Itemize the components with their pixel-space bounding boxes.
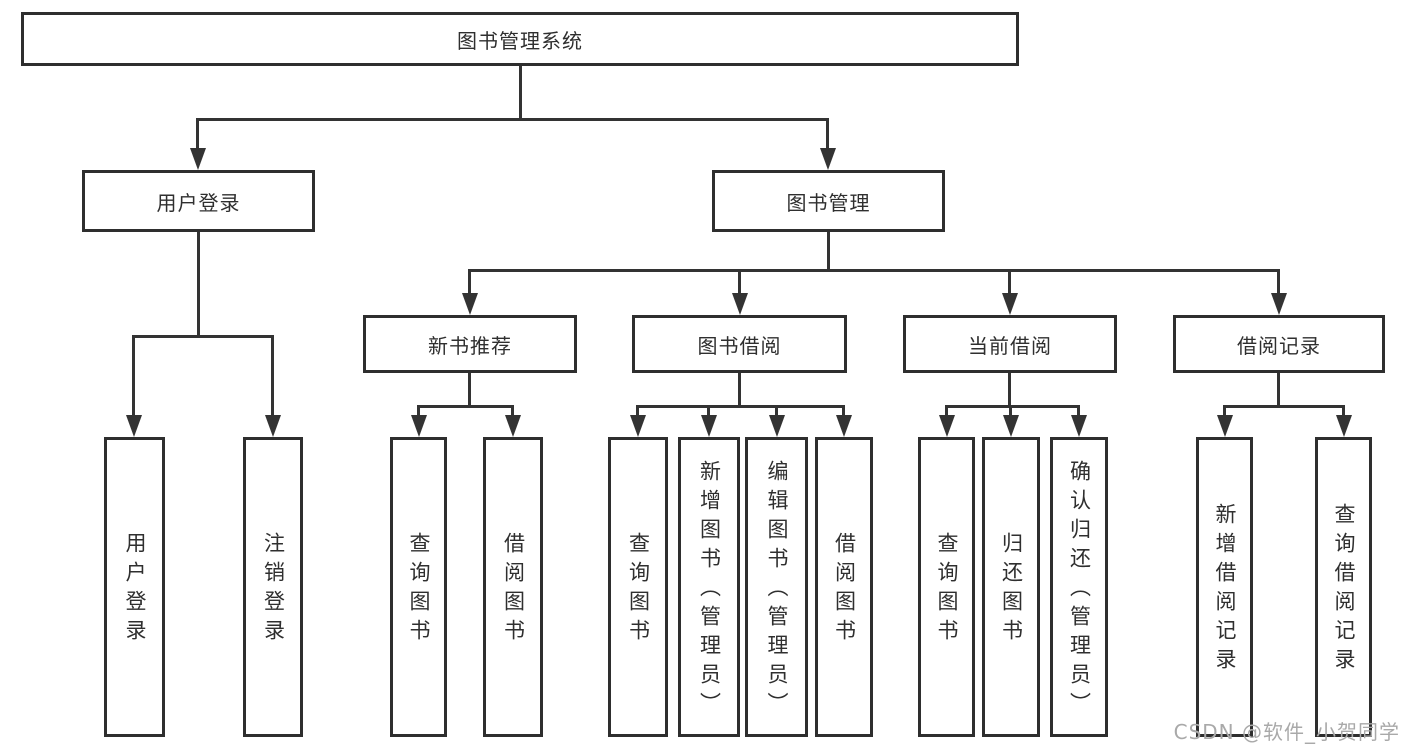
arrowhead-to-current-borrow: [1002, 293, 1018, 315]
node-book-borrow: 图书借阅: [632, 315, 847, 373]
arrowhead-to-logout-leaf: [265, 415, 281, 437]
connector-book-borrow-stem: [738, 373, 741, 407]
connector-book-mgmt-stem: [827, 232, 830, 271]
node-new-book-rec: 新书推荐: [363, 315, 577, 373]
connector-drop-borrow-records: [1277, 269, 1280, 293]
leaf-query-books-borrow: 查询图书: [608, 437, 668, 737]
connector-drop-leaf-9: [1009, 405, 1012, 415]
connector-drop-book-borrow: [738, 269, 741, 293]
connector-drop-new-book-rec: [468, 269, 471, 293]
node-book-mgmt: 图书管理: [712, 170, 945, 232]
leaf-borrow-books: 借阅图书: [815, 437, 873, 737]
leaf-logout: 注销登录: [243, 437, 303, 737]
connector-drop-leaf-3: [511, 405, 514, 415]
connector-drop-leaf-10: [1077, 405, 1080, 415]
connector-user-login-stem: [197, 232, 200, 337]
arrowhead-to-leaf-7: [836, 415, 852, 437]
arrowhead-to-leaf-5: [701, 415, 717, 437]
connector-root-drop-left: [196, 118, 199, 148]
arrowhead-to-leaf-8: [939, 415, 955, 437]
node-root: 图书管理系统: [21, 12, 1019, 66]
connector-drop-leaf-12: [1342, 405, 1345, 415]
leaf-confirm-return-admin: 确认归还（管理员）: [1050, 437, 1108, 737]
connector-book-mgmt-bar: [468, 269, 1280, 272]
arrowhead-to-borrow-records: [1271, 293, 1287, 315]
leaf-query-books-rec: 查询图书: [390, 437, 447, 737]
arrowhead-to-book-mgmt: [820, 148, 836, 170]
connector-current-borrow-bar: [945, 405, 1080, 408]
connector-borrow-records-bar: [1223, 405, 1345, 408]
arrowhead-to-leaf-2: [411, 415, 427, 437]
leaf-query-borrow-record: 查询借阅记录: [1315, 437, 1372, 737]
connector-drop-leaf-11: [1223, 405, 1226, 415]
arrowhead-to-book-borrow: [732, 293, 748, 315]
connector-user-login-bar: [132, 335, 274, 338]
connector-drop-leaf-4: [636, 405, 639, 415]
connector-root-bar: [196, 118, 829, 121]
arrowhead-to-leaf-12: [1336, 415, 1352, 437]
connector-drop-logout-leaf: [271, 335, 274, 415]
connector-new-book-rec-stem: [468, 373, 471, 407]
connector-drop-login-leaf: [132, 335, 135, 415]
node-borrow-records: 借阅记录: [1173, 315, 1385, 373]
connector-current-borrow-stem: [1008, 373, 1011, 407]
leaf-query-books-current: 查询图书: [918, 437, 975, 737]
connector-root-drop-right: [826, 118, 829, 148]
arrowhead-to-leaf-4: [630, 415, 646, 437]
connector-new-book-rec-bar: [417, 405, 514, 408]
connector-drop-leaf-7: [842, 405, 845, 415]
leaf-user-login: 用户登录: [104, 437, 165, 737]
connector-drop-leaf-5: [707, 405, 710, 415]
node-user-login: 用户登录: [82, 170, 315, 232]
leaf-borrow-books-rec: 借阅图书: [483, 437, 543, 737]
connector-drop-leaf-6: [775, 405, 778, 415]
leaf-add-books-admin: 新增图书（管理员）: [678, 437, 740, 737]
arrowhead-to-leaf-6: [769, 415, 785, 437]
arrowhead-to-user-login: [190, 148, 206, 170]
leaf-add-borrow-record: 新增借阅记录: [1196, 437, 1253, 737]
connector-drop-leaf-8: [945, 405, 948, 415]
csdn-watermark: CSDN @软件_小贺同学: [1173, 720, 1400, 744]
arrowhead-to-leaf-11: [1217, 415, 1233, 437]
leaf-edit-books-admin: 编辑图书（管理员）: [745, 437, 808, 737]
connector-book-borrow-bar: [636, 405, 845, 408]
node-current-borrow: 当前借阅: [903, 315, 1117, 373]
leaf-return-books: 归还图书: [982, 437, 1040, 737]
arrowhead-to-new-book-rec: [462, 293, 478, 315]
arrowhead-to-leaf-3: [505, 415, 521, 437]
arrowhead-to-leaf-9: [1003, 415, 1019, 437]
arrowhead-to-leaf-10: [1071, 415, 1087, 437]
connector-drop-leaf-2: [417, 405, 420, 415]
arrowhead-to-login-leaf: [126, 415, 142, 437]
connector-borrow-records-stem: [1277, 373, 1280, 407]
connector-root-stem: [519, 66, 522, 120]
connector-drop-current-borrow: [1008, 269, 1011, 293]
